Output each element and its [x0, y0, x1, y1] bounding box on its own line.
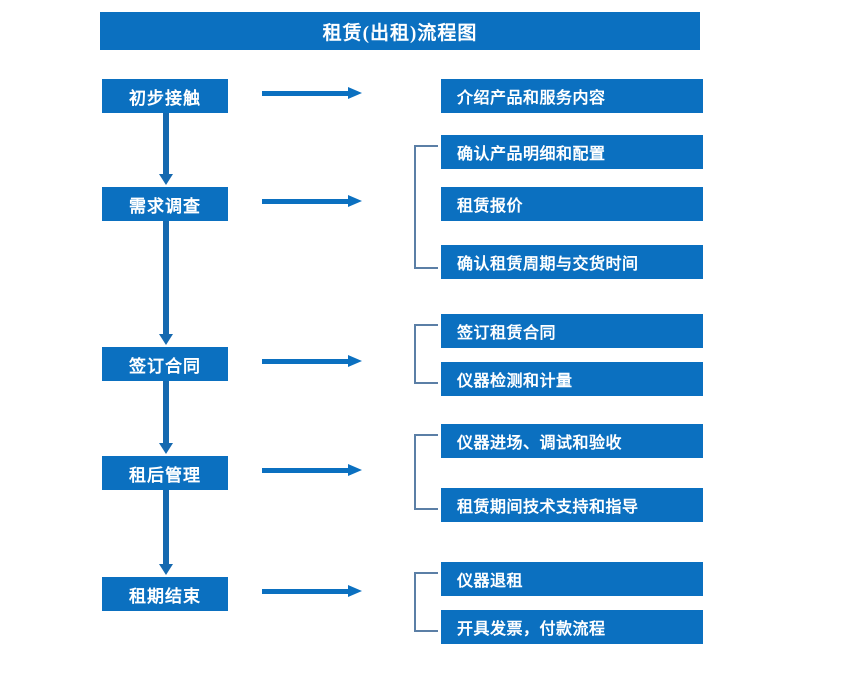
flow-arrow-right-2 [262, 195, 362, 207]
detail-box-3-1[interactable]: 签订租赁合同 [441, 314, 703, 348]
chart-title: 租赁(出租)流程图 [100, 12, 700, 50]
arrow-shaft [262, 91, 350, 96]
arrow-head-icon [348, 585, 362, 597]
arrow-head-icon [348, 355, 362, 367]
connector-arrow-down-4 [159, 490, 173, 575]
detail-box-5-2[interactable]: 开具发票，付款流程 [441, 610, 703, 644]
flow-arrow-right-3 [262, 355, 362, 367]
detail-box-3-2[interactable]: 仪器检测和计量 [441, 362, 703, 396]
detail-box-1-1[interactable]: 介绍产品和服务内容 [441, 79, 703, 113]
detail-box-4-2[interactable]: 租赁期间技术支持和指导 [441, 488, 703, 522]
group-bracket-5 [414, 572, 438, 632]
arrow-head-icon [348, 195, 362, 207]
arrow-shaft [262, 468, 350, 473]
group-bracket-4 [414, 434, 438, 510]
flow-arrow-right-1 [262, 87, 362, 99]
arrow-shaft [262, 589, 350, 594]
arrow-head-icon [159, 564, 173, 575]
stage-box-4[interactable]: 租后管理 [102, 456, 228, 490]
connector-arrow-down-3 [159, 381, 173, 454]
arrow-shaft [262, 359, 350, 364]
detail-box-2-2[interactable]: 租赁报价 [441, 187, 703, 221]
stage-box-2[interactable]: 需求调查 [102, 187, 228, 221]
stage-box-3[interactable]: 签订合同 [102, 347, 228, 381]
arrow-shaft [163, 221, 169, 334]
detail-box-5-1[interactable]: 仪器退租 [441, 562, 703, 596]
group-bracket-2 [414, 145, 438, 269]
arrow-head-icon [159, 443, 173, 454]
connector-arrow-down-1 [159, 113, 173, 185]
detail-box-2-1[interactable]: 确认产品明细和配置 [441, 135, 703, 169]
detail-box-4-1[interactable]: 仪器进场、调试和验收 [441, 424, 703, 458]
arrow-head-icon [348, 87, 362, 99]
arrow-shaft [262, 199, 350, 204]
stage-box-5[interactable]: 租期结束 [102, 577, 228, 611]
arrow-shaft [163, 490, 169, 564]
stage-box-1[interactable]: 初步接触 [102, 79, 228, 113]
flow-arrow-right-4 [262, 464, 362, 476]
arrow-shaft [163, 113, 169, 174]
flow-arrow-right-5 [262, 585, 362, 597]
arrow-head-icon [159, 334, 173, 345]
arrow-head-icon [159, 174, 173, 185]
detail-box-2-3[interactable]: 确认租赁周期与交货时间 [441, 245, 703, 279]
arrow-head-icon [348, 464, 362, 476]
arrow-shaft [163, 381, 169, 443]
group-bracket-3 [414, 324, 438, 384]
connector-arrow-down-2 [159, 221, 173, 345]
